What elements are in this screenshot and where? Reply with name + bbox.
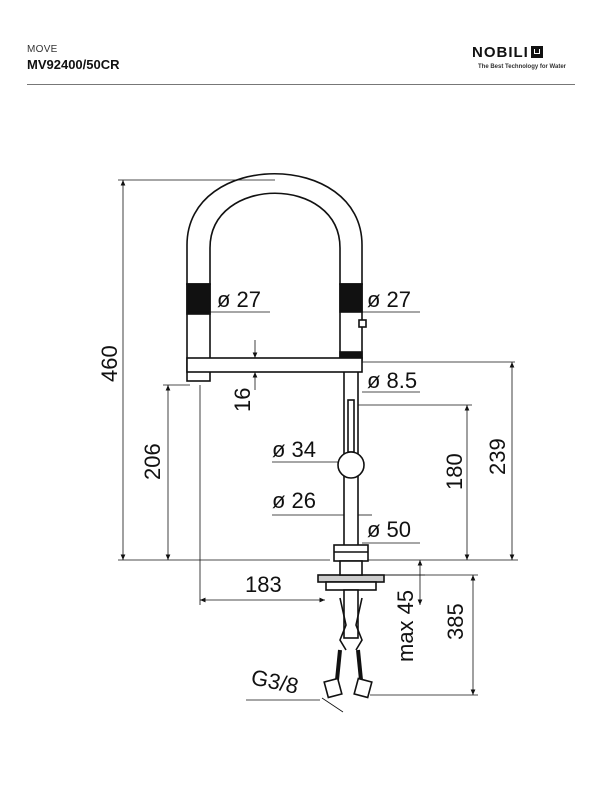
supply-hose-left	[323, 649, 343, 699]
brand-name: NOBILI	[472, 44, 529, 61]
handle-lever	[347, 399, 355, 453]
mounting-plate	[317, 574, 385, 583]
dim-height-206: 206	[140, 443, 165, 480]
dim-height-460: 460	[97, 345, 122, 382]
brand-mark-icon	[530, 46, 543, 58]
dim-thread-g3-8: G3/8	[249, 664, 301, 698]
dim-diameter-50: ø 50	[367, 517, 411, 542]
dim-diameter-8-5: ø 8.5	[367, 368, 417, 393]
dim-height-385: 385	[443, 603, 468, 640]
hose-arch-inner	[209, 192, 341, 285]
button-icon	[358, 319, 367, 328]
dim-diameter-26: ø 26	[272, 488, 316, 513]
header: MOVE MV92400/50CR NOBILI The Best Techno…	[0, 0, 600, 90]
dim-width-183: 183	[245, 572, 282, 597]
base-collar	[333, 544, 369, 562]
left-spray-band	[186, 283, 211, 315]
dimension-lines	[118, 179, 518, 713]
dim-height-180: 180	[442, 453, 467, 490]
horizontal-arm	[186, 357, 363, 373]
brand-tagline: The Best Technology for Water	[478, 64, 567, 70]
product-model: MV92400/50CR	[27, 57, 120, 72]
control-knob	[337, 451, 365, 479]
right-spray-band	[339, 283, 363, 313]
supply-hose-right	[353, 649, 373, 699]
dim-height-239: 239	[485, 438, 510, 475]
product-series: MOVE	[27, 44, 58, 55]
faucet-outline	[186, 172, 385, 699]
dim-max-45: max 45	[393, 590, 418, 662]
dim-diameter-27-left: ø 27	[217, 287, 261, 312]
header-divider	[27, 84, 575, 85]
dim-height-16: 16	[230, 388, 255, 412]
hose-arch-outer	[186, 172, 363, 285]
brand-logo: NOBILI	[472, 44, 543, 61]
dim-diameter-27-right: ø 27	[367, 287, 411, 312]
dim-diameter-34: ø 34	[272, 437, 316, 462]
